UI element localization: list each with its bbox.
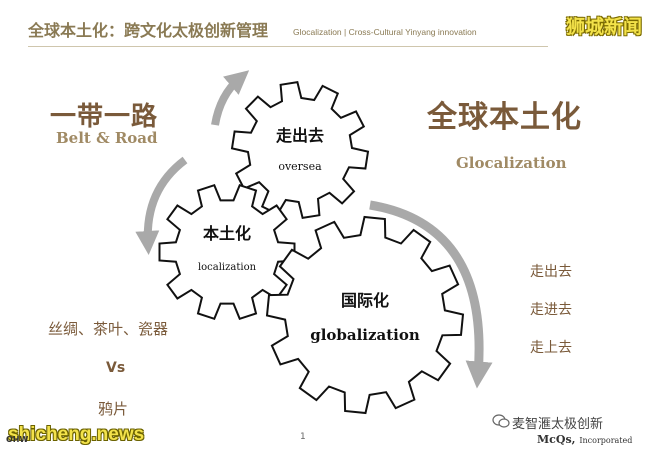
gear-globalization <box>265 215 465 415</box>
strategy-item-1: 走出去 <box>530 264 572 280</box>
page-title: 全球本土化：跨文化太极创新管理 <box>28 21 269 40</box>
wechat-icon <box>492 414 510 428</box>
goods-label: 丝绸、茶叶、瓷器 <box>48 320 169 338</box>
watermark: shicheng.news <box>8 424 145 445</box>
gear-oversea <box>230 80 370 220</box>
glocalization-title: 全球本土化 <box>427 100 582 135</box>
gear-mid-cn: 本土化 <box>203 224 251 243</box>
opium-label: 鸦片 <box>98 400 129 418</box>
vs-label: Vs <box>106 360 126 376</box>
strategy-item-3: 走上去 <box>530 340 572 356</box>
page-subtitle: Glocalization | Cross-Cultural Yinyang i… <box>293 27 477 37</box>
gear-mid-en: localization <box>198 262 257 273</box>
header-divider <box>28 46 548 47</box>
company-suffix: Incorporated <box>579 436 633 445</box>
company-logo: McQs, Incorporated <box>537 433 632 446</box>
gear-bot-cn: 国际化 <box>341 291 389 310</box>
belt-road-subtitle: Belt & Road <box>56 129 158 147</box>
glocalization-subtitle: Glocalization <box>456 154 567 172</box>
wechat-account: 麦智滙太极创新 <box>512 417 604 432</box>
arrow-left-down <box>135 156 188 255</box>
company-name: McQs, <box>537 433 576 446</box>
belt-road-title: 一带一路 <box>50 102 159 132</box>
arrow-up-left <box>211 70 250 126</box>
gear-top-cn: 走出去 <box>275 126 324 145</box>
brand-logo: 狮城新闻 <box>565 16 642 38</box>
arrow-right-down <box>369 200 493 389</box>
strategy-item-2: 走进去 <box>530 302 572 318</box>
ohw-logo: OHW <box>6 435 29 444</box>
gear-localization <box>158 183 296 321</box>
gear-top-en: oversea <box>278 160 322 173</box>
gear-bot-en: globalization <box>310 326 420 344</box>
page-number: 1 <box>300 432 306 442</box>
